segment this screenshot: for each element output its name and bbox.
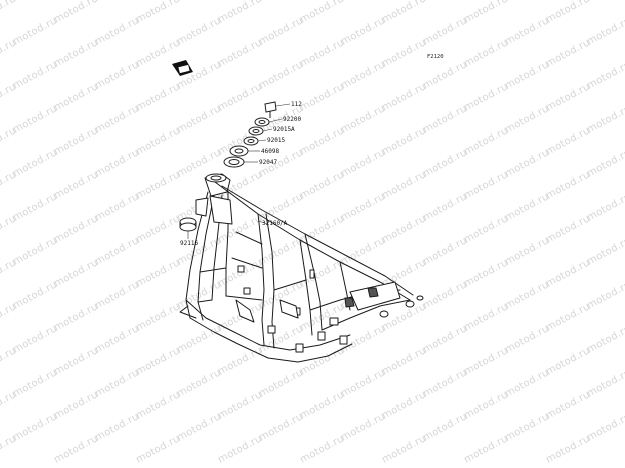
front-direction-icon (172, 60, 193, 76)
part-label-92116: 92116 (180, 240, 199, 247)
part-label-112: 112 (291, 101, 302, 108)
part-label-92200: 92200 (283, 116, 302, 123)
part-label-32160a: 32160/A (262, 220, 288, 227)
part-label-92015: 92015 (267, 137, 286, 144)
stem-parts (179, 101, 277, 232)
part-label-92015a: 92015A (273, 126, 295, 133)
part-label-92047: 92047 (259, 159, 278, 166)
motorcycle-frame (179, 173, 424, 363)
figure-code: F2120 (427, 54, 444, 60)
part-label-46098: 46098 (261, 148, 280, 155)
leader-lines (187, 103, 291, 239)
